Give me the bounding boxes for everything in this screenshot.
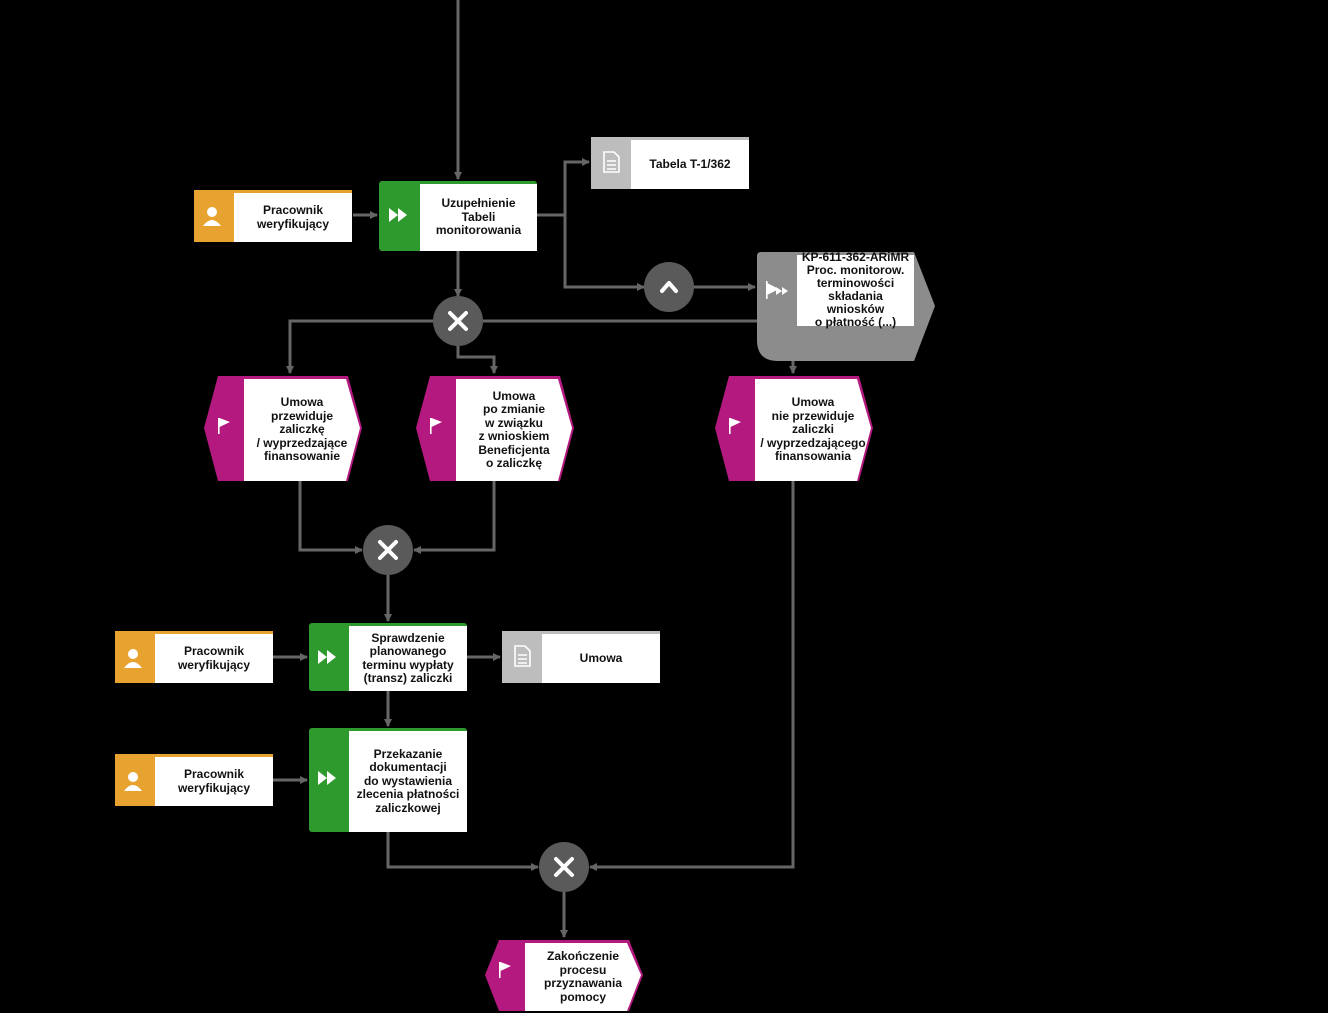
document-umowa[interactable] [502, 631, 660, 683]
role-pracownik-weryfikujacy-2[interactable] [115, 631, 273, 683]
document-tabela[interactable] [591, 137, 749, 189]
edge-x1-to-e2 [456, 346, 498, 374]
event-label: Zakończenie procesu przyznawania pomocy [543, 949, 623, 1004]
person-icon [203, 207, 221, 226]
connector-xor-split [433, 296, 483, 346]
event-umowa-nie-przewiduje-zaliczki [715, 376, 873, 481]
xor-icon [448, 311, 468, 331]
event-zakonczenie-procesu [485, 940, 643, 1011]
xor-icon [554, 857, 574, 877]
document-label: Umowa [579, 650, 623, 665]
connector-and [644, 262, 694, 312]
process-interface-kp-611-362[interactable] [757, 252, 935, 361]
function-label: Sprawdzenie planowanego terminu wypłaty … [362, 630, 454, 685]
document-label: Tabela T-1/362 [649, 156, 731, 171]
event-umowa-po-zmianie [416, 376, 574, 481]
edge-e1-to-x2 [298, 481, 363, 554]
role-pracownik-weryfikujacy-1[interactable] [194, 190, 352, 242]
connector-xor-join-2 [539, 842, 589, 892]
fast-forward-icon [318, 771, 336, 785]
role-label: Pracownik weryfikujący [177, 644, 251, 672]
xor-icon [378, 540, 398, 560]
function-sprawdzenie-terminu[interactable] [309, 623, 467, 691]
edge-x1-to-e1 [286, 319, 433, 374]
connector-xor-join-1 [363, 525, 413, 575]
flag-icon [218, 418, 230, 434]
process-flag-icon [766, 281, 788, 299]
flag-icon [430, 418, 442, 434]
function-label: Przekazanie dokumentacji do wystawienia … [356, 746, 460, 815]
edge-e3-to-x3 [589, 481, 795, 871]
event-label: Umowa po zmianie w związku z wnioskiem B… [478, 388, 550, 470]
document-icon [514, 645, 531, 667]
event-label: Umowa nie przewiduje zaliczki / wyprzedz… [760, 395, 866, 464]
edge-x1-to-e3 [483, 319, 797, 374]
edge-e2-to-x2 [413, 481, 496, 554]
event-umowa-przewiduje-zaliczke [204, 376, 362, 481]
document-icon [603, 151, 620, 173]
role-label: Pracownik weryfikujący [256, 203, 330, 231]
function-przekazanie-dokumentacji[interactable] [309, 728, 467, 832]
function-label: Uzupełnienie Tabeli monitorowania [435, 196, 522, 238]
edge-f1-to-d1 [537, 158, 590, 217]
flag-icon [499, 962, 511, 978]
edge-f1-to-a1 [563, 215, 645, 291]
function-uzupelnienie-tabeli[interactable] [379, 181, 537, 251]
event-label: Umowa przewiduje zaliczkę / wyprzedzając… [256, 395, 348, 464]
role-label: Pracownik weryfikujący [177, 767, 251, 795]
person-icon [124, 772, 142, 791]
role-pracownik-weryfikujacy-3[interactable] [115, 754, 273, 806]
edge-f3-to-x3 [386, 832, 539, 871]
person-icon [124, 649, 142, 668]
fast-forward-icon [318, 650, 336, 664]
and-icon [660, 281, 678, 293]
process-interface-label: KP-611-362-ARiMR Proc. monitorow. termin… [801, 250, 910, 329]
fast-forward-icon [389, 208, 407, 222]
flag-icon [729, 418, 741, 434]
